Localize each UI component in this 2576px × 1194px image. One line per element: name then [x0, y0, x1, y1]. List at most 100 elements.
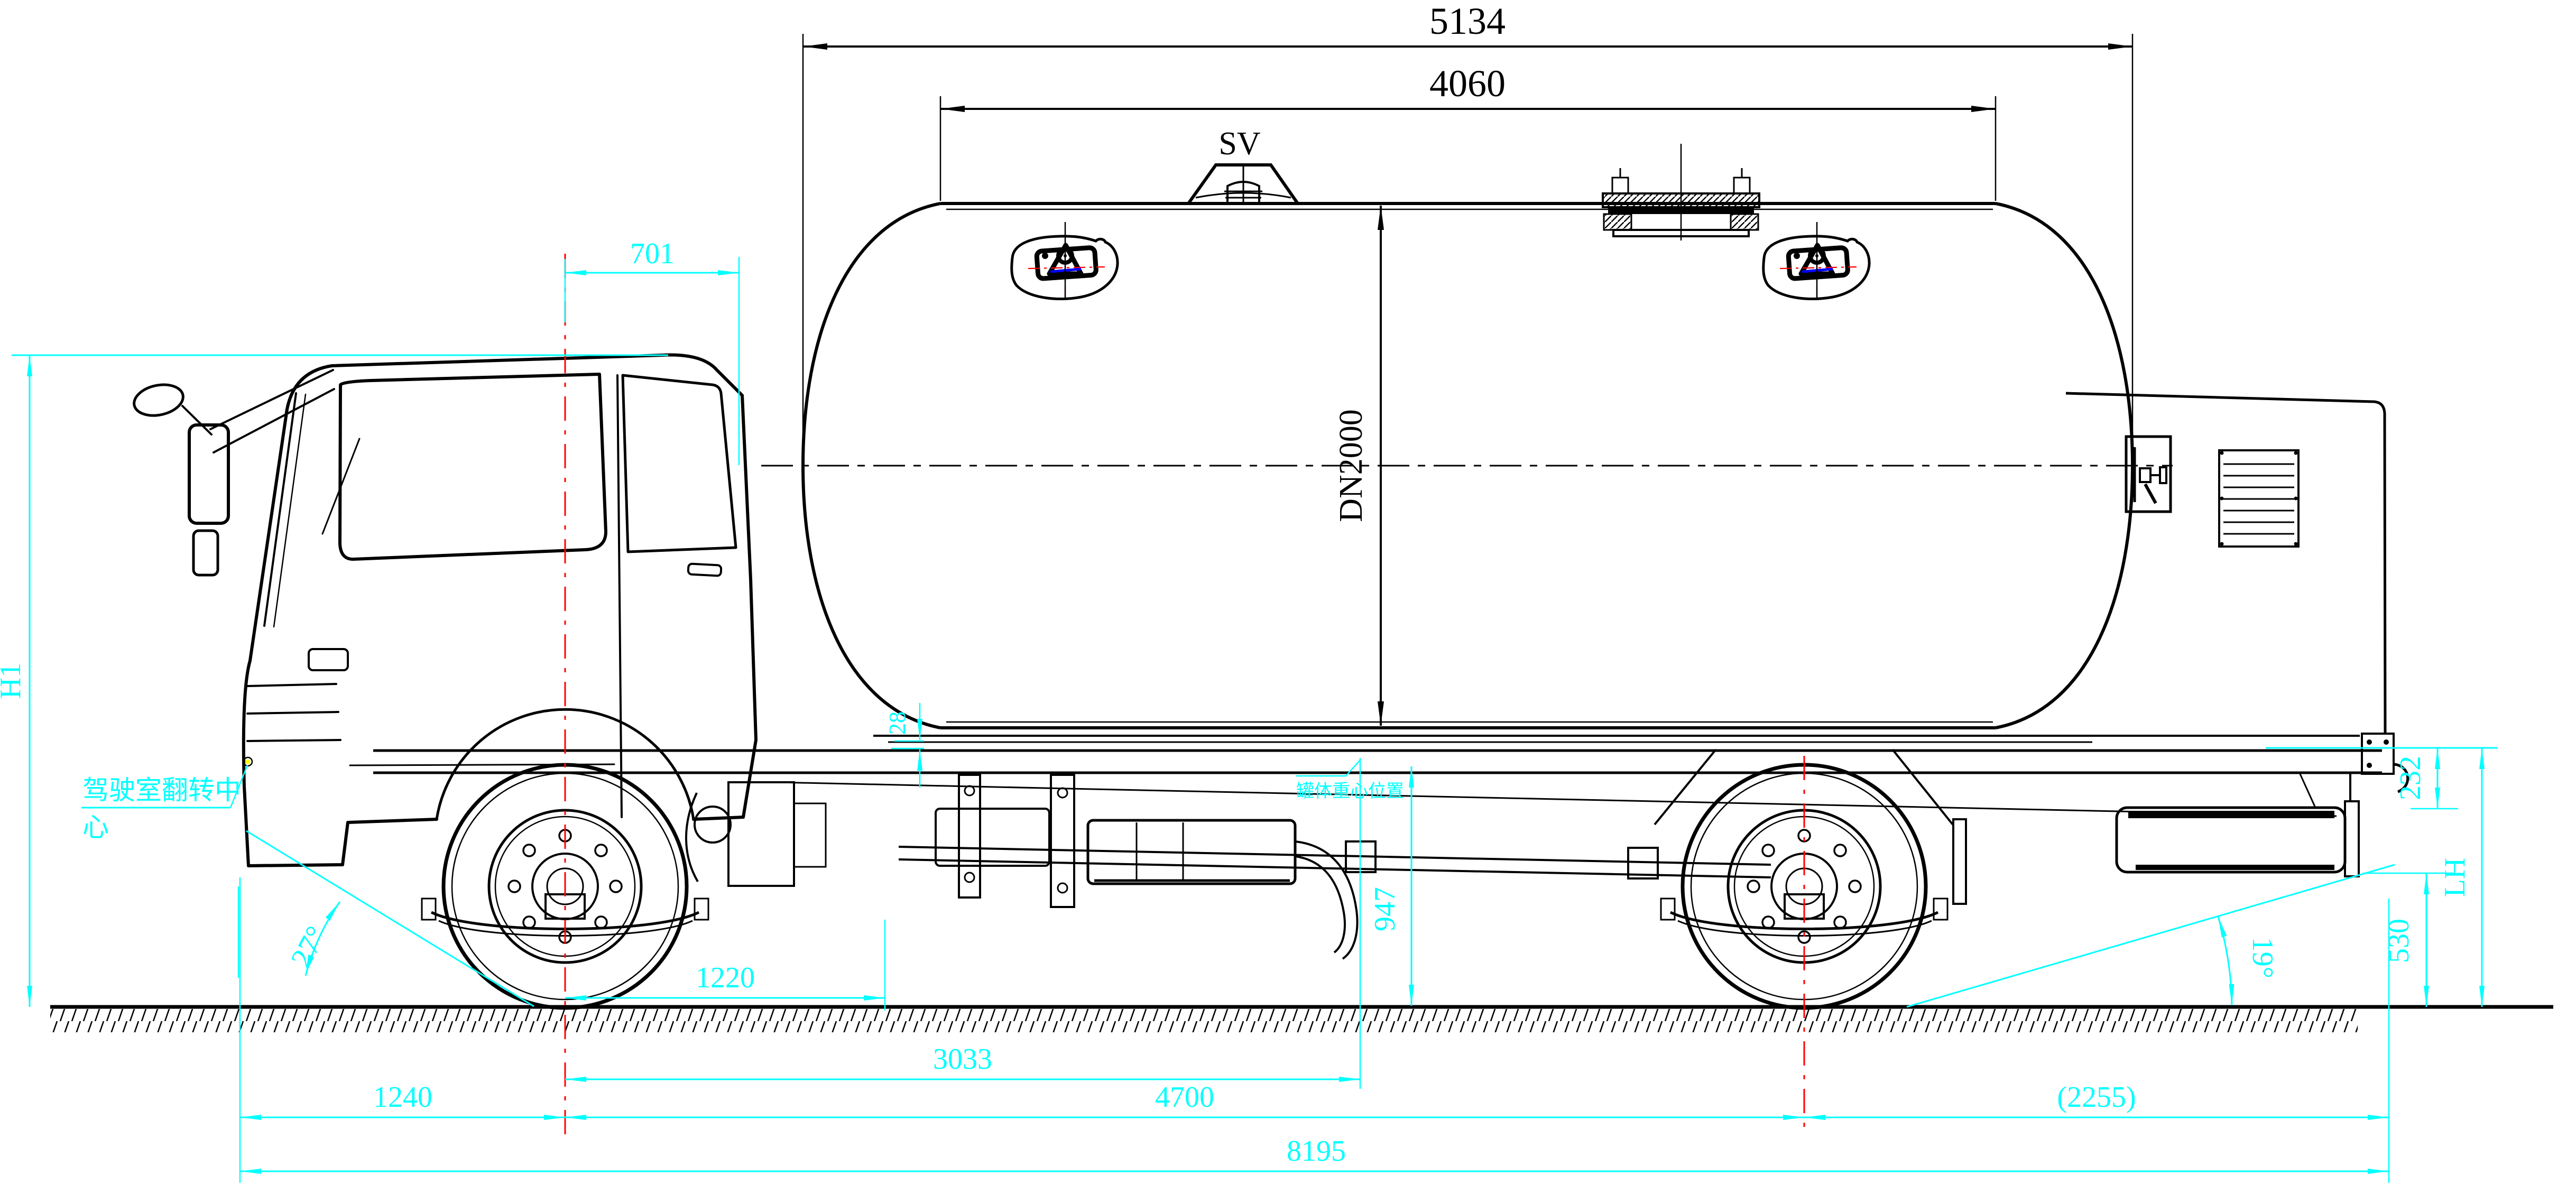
- front-rim: [487, 809, 643, 964]
- louver-slats: [2223, 463, 2294, 535]
- transmission-flange: [694, 806, 732, 844]
- cab-tilt-pivot-ring: [243, 756, 253, 767]
- black-dimensions: 5134 4060 SV DN2000: [802, 0, 2134, 726]
- front-hub-cap: [546, 867, 584, 905]
- dim-overall-height: H1: [0, 663, 27, 699]
- hanger-bracket-2: [1050, 774, 1075, 908]
- headlamp: [308, 648, 349, 671]
- bracket-hole: [1057, 882, 1068, 894]
- mirror-arm-upper: [209, 369, 334, 430]
- pump-emblem: [2125, 435, 2172, 513]
- chassis-frame: [373, 733, 2409, 960]
- grille-line-2: [246, 711, 339, 715]
- cab-bottom-rear: [692, 738, 758, 821]
- rear-pump-cabinet: [2065, 392, 2387, 734]
- cab-tilt-note-line1: 驾驶室翻转中: [82, 775, 241, 806]
- top-flange-assembly: [1602, 144, 1760, 240]
- cab-tilt-pivot-mark: [245, 759, 251, 764]
- exhaust-pipe-inner: [1295, 855, 1346, 954]
- rear-crossmember-plate: [2361, 733, 2395, 775]
- bracket-hole: [1057, 787, 1068, 799]
- rear-manhole-emblem: [1762, 222, 1871, 300]
- truck-cab: [133, 353, 758, 867]
- dim-approach-angle: 27°: [284, 921, 333, 973]
- spring-shackle: [694, 897, 709, 921]
- pump-icon-handle: [2144, 483, 2157, 504]
- plate-dot: [1042, 253, 1048, 259]
- main-mirror: [188, 423, 230, 525]
- spring-shackle: [1933, 897, 1949, 921]
- rear-wheel-bolts: [1747, 829, 1862, 944]
- gearbox-tail: [793, 802, 827, 868]
- plate-hole: [2367, 763, 2372, 768]
- battery-box: [935, 808, 1050, 867]
- flange-bolt: [1611, 177, 1629, 195]
- dim-tank-diameter: DN2000: [1333, 409, 1369, 522]
- safety-valve-label: SV: [1218, 126, 1260, 162]
- dim-wheelbase: 4700: [1155, 1081, 1214, 1114]
- u-joint-2: [1627, 847, 1659, 880]
- cab-bottom-front: [247, 818, 438, 867]
- cg-note: 罐体重心位置: [1296, 781, 1404, 802]
- flange-side-block: [1603, 213, 1632, 231]
- cab-tilt-note-line2: 心: [82, 812, 109, 843]
- louver-vent-panel: [2218, 449, 2300, 548]
- exhaust-pipe-outer: [1295, 840, 1359, 960]
- ground-hatching: [50, 1009, 2358, 1032]
- door-window: [338, 373, 607, 561]
- door-edge-line: [616, 374, 623, 818]
- cabinet-outline: [2065, 392, 2387, 734]
- plate-hole: [2367, 739, 2372, 745]
- pump-icon-cap: [2159, 466, 2167, 484]
- spot-mirror-arm: [181, 405, 213, 436]
- plate-dot: [1794, 253, 1800, 259]
- departure-angle-line: [1906, 864, 2395, 1008]
- cab-tilt-leader: [229, 765, 248, 808]
- emblem-outline-blob: [1762, 235, 1871, 300]
- dim-rear-overhang: (2255): [2057, 1081, 2136, 1114]
- safety-valve-housing: [1185, 163, 1301, 205]
- rear-quarter-window: [621, 374, 737, 553]
- pump-emblem-frame: [2125, 435, 2172, 513]
- front-hub: [531, 853, 599, 920]
- frame-flange-taper: [777, 781, 2337, 817]
- wide-angle-mirror: [192, 529, 219, 577]
- grille-line-3: [246, 739, 341, 742]
- dim-frame-height: 947: [1369, 887, 1401, 931]
- windshield-line: [263, 392, 297, 627]
- front-wheel-arch: [435, 708, 695, 821]
- cab-outline: [242, 353, 758, 867]
- underrun-end-plate: [2344, 800, 2360, 877]
- driveshaft-top: [898, 846, 1771, 866]
- dim-bar-to-ground: 530: [2383, 919, 2415, 963]
- dim-front-overhang: 1240: [373, 1081, 432, 1114]
- bell-housing: [685, 792, 699, 883]
- dim-overall-length: 8195: [1287, 1135, 1346, 1168]
- underrun-bar-bottom-edge: [2136, 865, 2334, 870]
- driveshaft-bottom: [898, 858, 1771, 878]
- flange-gasket: [1608, 207, 1754, 214]
- front-spot-mirror: [133, 383, 184, 417]
- crosshair-horizontal: [1028, 266, 1105, 270]
- ground: [50, 1005, 2553, 1032]
- flange-bolt: [1733, 177, 1751, 195]
- front-manhole-emblem: [1010, 222, 1119, 300]
- cg-leader: [1296, 760, 1361, 777]
- plate-hole: [2384, 739, 2389, 745]
- dim-tank-overall-length: 5134: [1429, 0, 1506, 42]
- crosshair-horizontal: [1779, 266, 1857, 270]
- rear-underrun-bar: [2115, 772, 2360, 877]
- transmission-box: [727, 781, 795, 887]
- hanger-bracket-1: [958, 774, 981, 899]
- dim-frame-step: 232: [2394, 756, 2427, 800]
- bracket-hole: [964, 872, 975, 883]
- louver-bolts: [2220, 451, 2298, 546]
- spring-shackle: [421, 897, 437, 921]
- dim-axle-to-cg: 3033: [933, 1043, 992, 1076]
- rear-fender-front-stay: [1654, 748, 1717, 826]
- emblem-outline-blob: [1010, 235, 1119, 300]
- rear-hook: [2393, 763, 2409, 793]
- approach-angle-line: [246, 830, 534, 1007]
